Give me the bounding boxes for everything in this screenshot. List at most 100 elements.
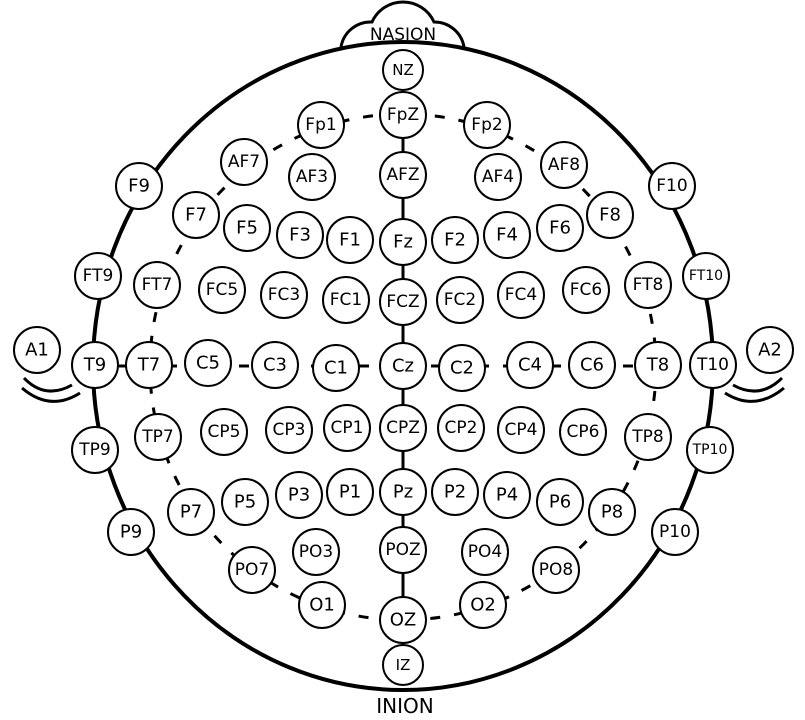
- electrode-label: FC5: [206, 280, 238, 300]
- electrode-tp10: TP10: [686, 426, 734, 474]
- electrode-circle: [172, 191, 220, 239]
- electrode-label: P3: [288, 485, 310, 506]
- electrode-fc1: FC1: [322, 276, 370, 324]
- electrode-circle: [624, 261, 672, 309]
- electrode-circle: [506, 341, 554, 389]
- electrode-label: TP10: [692, 442, 728, 458]
- electrode-label: F5: [236, 218, 258, 239]
- electrode-tp9: TP9: [71, 426, 119, 474]
- electrode-label: CP3: [273, 420, 306, 440]
- electrode-circle: [167, 488, 215, 536]
- electrode-c3: C3: [251, 341, 299, 389]
- electrode-circle: [379, 468, 427, 516]
- electrode-circle: [125, 341, 173, 389]
- electrode-circle: [689, 341, 737, 389]
- electrode-f9: F9: [115, 162, 163, 210]
- electrode-oz: OZ: [379, 596, 427, 644]
- electrode-p6: P6: [536, 478, 584, 526]
- electrode-cp2: CP2: [437, 404, 485, 452]
- left-ear-icon: [21, 376, 81, 403]
- electrode-label: Fp2: [471, 115, 502, 135]
- electrode-fz: Fz: [379, 218, 427, 266]
- electrode-label: TP8: [631, 427, 663, 447]
- electrode-circle: [275, 471, 323, 519]
- electrode-fpz: FpZ: [379, 91, 427, 139]
- electrode-label: T10: [696, 355, 729, 375]
- electrode-circle: [326, 216, 374, 264]
- electrode-label: P7: [180, 502, 202, 523]
- electrode-f10: F10: [648, 162, 696, 210]
- electrode-circle: [220, 138, 268, 186]
- electrode-circle: [382, 49, 424, 91]
- electrode-label: CPZ: [386, 418, 420, 438]
- electrode-circle: [326, 468, 374, 516]
- electrode-label: FT9: [83, 266, 114, 286]
- electrode-circle: [221, 478, 269, 526]
- electrode-iz: IZ: [382, 644, 424, 686]
- electrode-label: CP6: [567, 422, 600, 442]
- electrode-label: AF7: [228, 152, 260, 172]
- electrode-label: T9: [83, 355, 106, 376]
- electrode-tp8: TP8: [624, 413, 672, 461]
- electrode-po4: PO4: [461, 528, 509, 576]
- electrode-circle: [198, 266, 246, 314]
- electrode-circle: [686, 426, 734, 474]
- electrode-p8: P8: [588, 488, 636, 536]
- electrode-label: Fz: [393, 232, 413, 253]
- electrode-circle: [463, 101, 511, 149]
- electrode-circle: [586, 191, 634, 239]
- electrode-p3: P3: [275, 471, 323, 519]
- electrode-po8: PO8: [532, 546, 580, 594]
- electrode-circle: [532, 546, 580, 594]
- electrode-f1: F1: [326, 216, 374, 264]
- electrode-label: CP5: [208, 422, 241, 442]
- electrode-circle: [379, 404, 427, 452]
- electrode-t10: T10: [689, 341, 737, 389]
- electrode-cp1: CP1: [323, 404, 371, 452]
- electrode-circle: [651, 508, 699, 556]
- electrode-circle: [379, 342, 427, 390]
- electrode-circle: [134, 413, 182, 461]
- electrode-circle: [438, 344, 486, 392]
- electrode-label: TP7: [141, 427, 173, 447]
- electrode-label: FC2: [444, 290, 476, 310]
- electrode-label: AF3: [296, 167, 328, 187]
- electrode-circle: [276, 211, 324, 259]
- electrode-af3: AF3: [288, 153, 336, 201]
- electrode-label: Cz: [392, 356, 414, 377]
- electrode-po3: PO3: [292, 528, 340, 576]
- electrode-a2: A2: [746, 326, 794, 374]
- electrode-t8: T8: [634, 341, 682, 389]
- electrode-label: P5: [234, 492, 256, 513]
- electrode-label: C2: [450, 358, 474, 379]
- electrode-label: FT8: [633, 275, 664, 295]
- electrode-cp3: CP3: [265, 406, 313, 454]
- electrode-fc3: FC3: [260, 271, 308, 319]
- electrode-circle: [431, 468, 479, 516]
- electrode-fc5: FC5: [198, 266, 246, 314]
- electrode-f4: F4: [483, 211, 531, 259]
- electrode-circle: [379, 91, 427, 139]
- electrode-label: FC4: [505, 285, 537, 305]
- electrode-circle: [379, 278, 427, 326]
- electrode-circle: [648, 162, 696, 210]
- electrode-circle: [265, 406, 313, 454]
- electrode-c4: C4: [506, 341, 554, 389]
- electrode-o2: O2: [459, 581, 507, 629]
- electrode-circle: [568, 341, 616, 389]
- electrode-c2: C2: [438, 344, 486, 392]
- electrode-label: PO3: [299, 542, 333, 562]
- electrode-label: O1: [309, 595, 335, 616]
- electrode-f3: F3: [276, 211, 324, 259]
- electrode-circle: [379, 151, 427, 199]
- nasion-bump: [339, 0, 466, 48]
- electrode-label: FpZ: [387, 105, 419, 125]
- electrode-circle: [322, 276, 370, 324]
- electrode-label: P6: [549, 492, 571, 513]
- electrode-cz: Cz: [379, 342, 427, 390]
- electrode-circle: [536, 478, 584, 526]
- electrode-label: C6: [580, 355, 604, 376]
- electrode-label: F6: [549, 218, 571, 239]
- electrode-nz: NZ: [382, 49, 424, 91]
